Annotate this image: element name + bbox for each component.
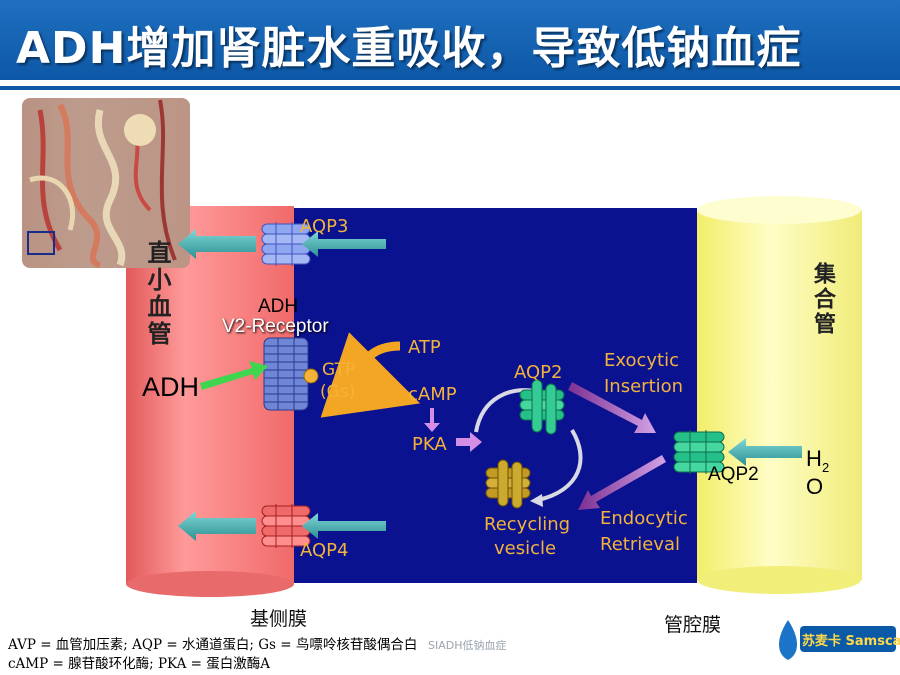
aqp4-arrow-in [302,513,386,539]
title-bar: ADH增加肾脏水重吸收，导致低钠血症 [0,0,900,80]
atp-label: ATP [408,337,441,358]
atp-camp-arrow [320,332,421,418]
title-rule [0,86,900,90]
pka-vesicle-arrow [456,432,482,452]
endocytic-label-1: Endocytic [600,508,688,529]
aqp3-arrow-in [302,231,386,257]
gs-protein [303,368,319,384]
recycling-arrow-right [537,428,583,502]
aqp2-cell-label: AQP2 [514,362,563,383]
exocytic-label-1: Exocytic [604,350,679,371]
gs-label: (Gs) [320,382,356,402]
endocytic-label-2: Retrieval [600,534,680,555]
adh-receptor-label: ADH [258,296,299,317]
aqp4-arrow-out [178,511,256,541]
adh-binding-arrow [200,361,268,390]
camp-pka-arrow [424,408,440,432]
logo-text: 苏麦卡 Samsca [802,634,900,649]
pka-label: PKA [412,434,447,455]
basolateral-membrane-label: 基侧膜 [250,608,308,630]
aqp4-label: AQP4 [300,540,349,561]
aqp3-label: AQP3 [300,216,349,237]
footnote-line-2: cAMP = 腺苷酸环化酶; PKA = 蛋白激酶A [8,656,270,672]
aqp3-arrow-out [178,229,256,259]
exocytic-arrow [568,382,656,433]
collecting-duct [697,196,862,594]
aqp2-vesicle-cluster [519,379,565,435]
gtp-label: GTP [322,360,356,380]
kidney-inset-image [22,98,190,268]
recycling-vesicle [485,459,531,509]
recycling-arrowhead [530,494,543,507]
luminal-membrane-label: 管腔膜 [664,614,722,636]
v2-receptor [263,337,309,411]
samsca-logo: 苏麦卡 Samsca [770,612,900,668]
camp-label: cAMP [408,384,457,405]
collecting-duct-label: 集合管 [810,262,835,337]
capillary-label: 直小血管 [143,240,171,348]
v2-receptor-label: V2-Receptor [222,316,329,337]
recycling-label-1: Recycling [484,514,571,535]
recycling-label-2: vesicle [494,538,557,559]
aqp2-membrane-label: AQP2 [708,464,759,485]
endocytic-arrow [578,455,666,510]
aqp3-channel [261,222,311,266]
water-entry-arrow [728,438,802,466]
watermark-text: SIADH低钠血症 [428,639,507,652]
water-o-label: O [806,474,824,499]
slide-title: ADH增加肾脏水重吸收，导致低钠血症 [16,23,802,74]
water-2-label: 2 [822,460,830,475]
footnote-line-1: AVP = 血管加压素; AQP = 水通道蛋白; Gs = 鸟嘌呤核苷酸偶合白 [8,637,418,653]
water-h-label: H [806,446,822,471]
adh-label: ADH [142,372,200,402]
exocytic-label-2: Insertion [604,376,684,397]
aqp2-membrane-channel [673,430,725,474]
